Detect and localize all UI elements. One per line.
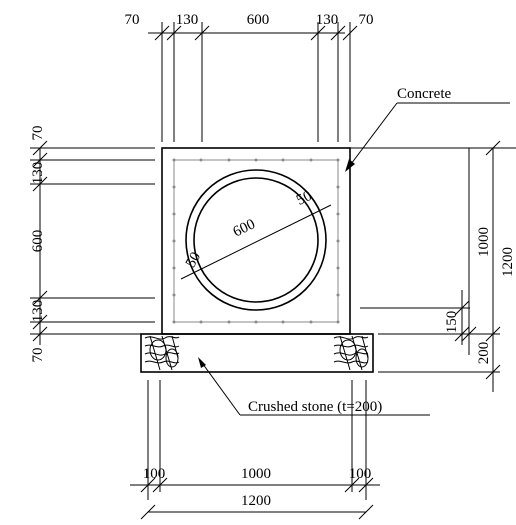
left-dim-130-bottom: 130 bbox=[30, 300, 46, 323]
rebar-dot bbox=[336, 293, 340, 297]
pipe-wall-label-upper: 50 bbox=[294, 188, 314, 209]
stone-pebble bbox=[165, 348, 179, 368]
bottom-tick bbox=[358, 504, 374, 520]
bottom-tick bbox=[152, 477, 168, 493]
right-tick bbox=[485, 140, 501, 156]
top-dim-130-left: 130 bbox=[176, 12, 199, 28]
top-tick bbox=[342, 25, 358, 41]
bottom-dimension-lines bbox=[130, 380, 380, 520]
rebar-dot bbox=[336, 212, 340, 216]
bottom-tick bbox=[140, 504, 156, 520]
left-dim-130-top: 130 bbox=[30, 162, 46, 185]
pipe-inner-wall bbox=[193, 177, 319, 303]
rebar-dot bbox=[336, 185, 340, 189]
rebar-dot bbox=[254, 158, 258, 162]
bottom-tick bbox=[140, 477, 156, 493]
left-dim-70-top: 70 bbox=[30, 126, 46, 141]
rebar-dot bbox=[172, 212, 176, 216]
right-dimension-lines bbox=[350, 140, 516, 392]
rebar-dot bbox=[172, 320, 176, 324]
top-dim-130-right: 130 bbox=[316, 12, 339, 28]
rebar-dot bbox=[172, 266, 176, 270]
bottom-dim-1000: 1000 bbox=[241, 466, 271, 482]
top-dim-600: 600 bbox=[247, 12, 270, 28]
left-tick bbox=[32, 314, 48, 330]
bottom-tick bbox=[358, 477, 374, 493]
bottom-tick bbox=[344, 477, 360, 493]
top-tick bbox=[194, 25, 210, 41]
left-tick bbox=[32, 140, 48, 156]
crushed-stone-base bbox=[140, 333, 374, 373]
rebar-dot bbox=[172, 239, 176, 243]
left-dimension-lines bbox=[30, 140, 155, 345]
crushed-stone-hatch-left bbox=[144, 335, 180, 371]
stone-hatch bbox=[144, 352, 180, 364]
right-dim-150: 150 bbox=[444, 311, 460, 334]
concrete-encasement bbox=[161, 147, 351, 335]
pipe-diameter-line bbox=[180, 204, 332, 280]
stone-pebble bbox=[355, 348, 369, 368]
top-tick bbox=[154, 25, 170, 41]
stone-hatch bbox=[333, 352, 369, 364]
left-dim-600: 600 bbox=[30, 230, 46, 253]
top-tick bbox=[310, 25, 326, 41]
rebar-dot bbox=[336, 239, 340, 243]
left-dim-70-bottom: 70 bbox=[30, 348, 46, 363]
bottom-dim-100-right: 100 bbox=[349, 466, 372, 482]
bottom-dim-1200: 1200 bbox=[241, 493, 271, 509]
top-dimension-lines bbox=[148, 22, 358, 142]
right-tick bbox=[454, 300, 470, 316]
rebar-dot bbox=[227, 320, 231, 324]
stone-leader-line bbox=[199, 359, 241, 416]
rebar-dot bbox=[309, 158, 313, 162]
right-tick bbox=[454, 326, 470, 342]
pipe-diameter-label: 600 bbox=[231, 216, 258, 240]
pipe-outer-wall bbox=[185, 169, 327, 311]
rebar-dots bbox=[172, 158, 340, 324]
top-dim-70-left: 70 bbox=[125, 12, 140, 28]
rebar-dot bbox=[254, 320, 258, 324]
stone-pebble bbox=[339, 339, 357, 361]
right-dim-200: 200 bbox=[476, 342, 492, 365]
right-dim-1200: 1200 bbox=[500, 247, 516, 277]
rebar-dot bbox=[336, 320, 340, 324]
rebar-dot bbox=[172, 293, 176, 297]
right-dim-1000: 1000 bbox=[476, 227, 492, 257]
rebar-dot bbox=[227, 158, 231, 162]
rebar-dot bbox=[336, 158, 340, 162]
top-tick bbox=[330, 25, 346, 41]
rebar-dot bbox=[172, 158, 176, 162]
top-tick bbox=[166, 25, 182, 41]
top-dim-70-right: 70 bbox=[359, 12, 374, 28]
rebar-dot bbox=[281, 320, 285, 324]
rebar-cage bbox=[173, 159, 339, 323]
right-tick bbox=[461, 326, 477, 342]
concrete-label: Concrete bbox=[397, 86, 451, 102]
rebar-dot bbox=[199, 320, 203, 324]
rebar-dot bbox=[336, 266, 340, 270]
rebar-dot bbox=[199, 158, 203, 162]
crushed-stone-label: Crushed stone (t=200) bbox=[248, 399, 382, 415]
bottom-dim-100-left: 100 bbox=[143, 466, 166, 482]
rebar-dot bbox=[281, 158, 285, 162]
left-tick bbox=[32, 152, 48, 168]
stone-leader-arrow bbox=[198, 357, 206, 368]
pipe-wall-label-lower: 50 bbox=[183, 250, 204, 271]
left-tick bbox=[32, 176, 48, 192]
concrete-leader-arrow bbox=[345, 159, 355, 172]
concrete-leader-line bbox=[347, 102, 398, 169]
right-tick bbox=[485, 326, 501, 342]
stone-pebble bbox=[149, 339, 167, 361]
left-tick bbox=[32, 290, 48, 306]
rebar-dot bbox=[172, 185, 176, 189]
rebar-dot bbox=[309, 320, 313, 324]
crushed-stone-hatch-right bbox=[333, 335, 369, 371]
right-tick bbox=[485, 364, 501, 380]
left-tick bbox=[32, 326, 48, 342]
